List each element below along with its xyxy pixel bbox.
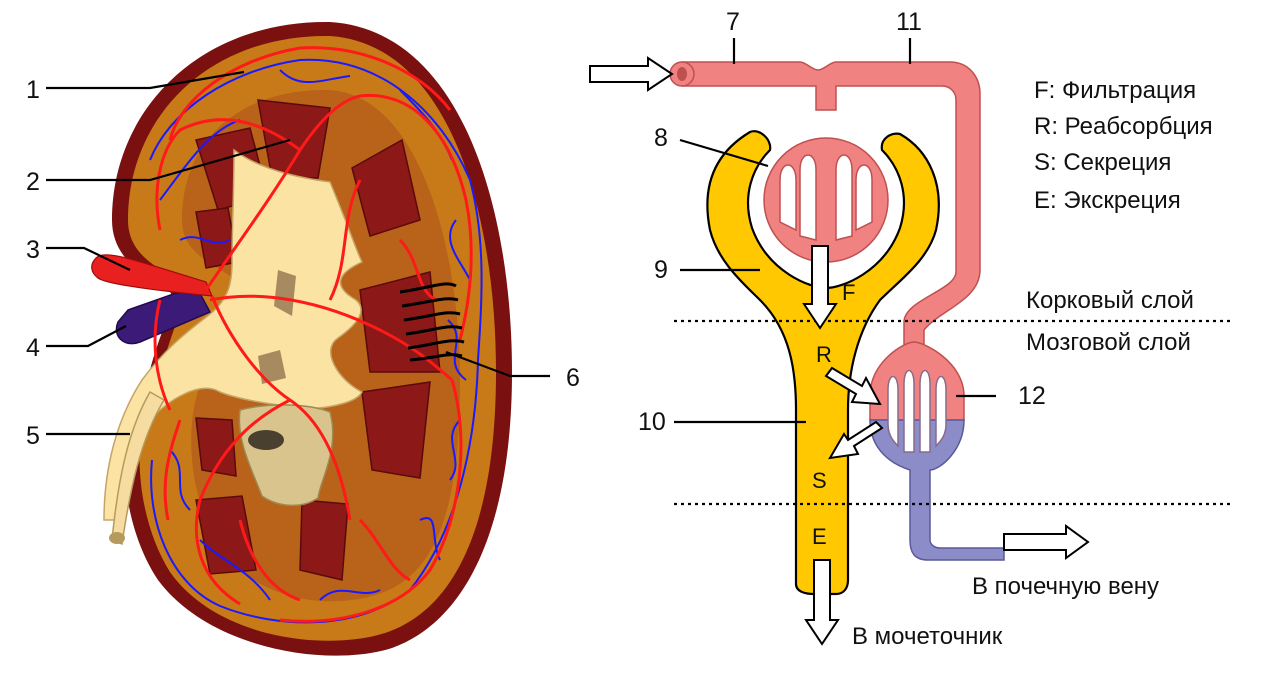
pyramid xyxy=(300,500,348,580)
ureter-end xyxy=(109,532,125,544)
kidney-section xyxy=(92,22,512,656)
inflow-arrow-icon xyxy=(590,58,672,90)
legend-reabsorption: R: Реабсорбция xyxy=(1034,113,1213,140)
label-11: 11 xyxy=(896,8,922,36)
label-12: 12 xyxy=(1018,382,1046,410)
zone-cortex: Корковый слой xyxy=(1026,287,1194,314)
output-vein: В почечную вену xyxy=(972,573,1159,600)
letter-r: R xyxy=(816,342,832,367)
letter-f: F xyxy=(842,280,855,305)
label-9: 9 xyxy=(654,256,668,284)
label-5: 5 xyxy=(26,422,40,450)
label-4: 4 xyxy=(26,334,40,362)
zone-medulla: Мозговой слой xyxy=(1026,329,1191,356)
legend: F: Фильтрация R: Реабсорбция S: Секреция… xyxy=(1034,77,1213,214)
pyramid xyxy=(362,382,430,478)
letter-e: E xyxy=(812,524,827,549)
label-2: 2 xyxy=(26,168,40,196)
calyx-opening xyxy=(248,430,284,450)
legend-filtration: F: Фильтрация xyxy=(1034,77,1196,104)
label-1: 1 xyxy=(26,76,40,104)
legend-excretion: E: Экскреция xyxy=(1034,187,1181,214)
label-10: 10 xyxy=(638,408,666,436)
label-8: 8 xyxy=(654,124,668,152)
label-3: 3 xyxy=(26,236,40,264)
letter-s: S xyxy=(812,468,827,493)
output-ureter: В мочеточник xyxy=(852,623,1003,650)
afferent-inlet-hole xyxy=(677,67,687,81)
label-6: 6 xyxy=(566,364,580,392)
label-7: 7 xyxy=(726,8,740,36)
peritubular-capillary xyxy=(870,342,1004,560)
vein-outflow-arrow-icon xyxy=(1004,526,1088,558)
legend-secretion: S: Секреция xyxy=(1034,149,1171,176)
